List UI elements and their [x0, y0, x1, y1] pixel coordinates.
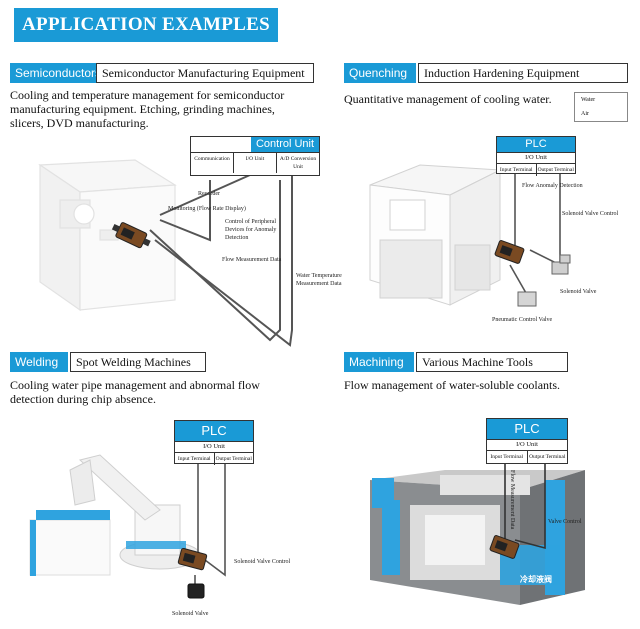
- sensor-welding: [177, 547, 208, 571]
- desc-welding: Cooling water pipe management and abnorm…: [10, 378, 260, 406]
- label-pneumatic-valve: Pneumatic Control Valve: [492, 317, 553, 323]
- machining-center-illustration: [370, 470, 585, 605]
- label-flow-measurement: Flow Measurement Data: [222, 257, 282, 263]
- plc-box-machining: PLC I/O Unit Input Terminal Output Termi…: [486, 418, 568, 464]
- cell-input-terminal-m: Input Terminal: [487, 451, 528, 463]
- label-control-peripheral: Control of Peripheral Devices for Anomal…: [225, 219, 277, 241]
- desc-machining: Flow management of water-soluble coolant…: [344, 378, 561, 392]
- label-flow-measurement-m: Flow Measurement Data: [509, 470, 515, 530]
- legend-air: Air: [581, 111, 589, 117]
- label-coolant-valve-cn: 冷却液阀: [520, 575, 552, 584]
- cell-communication: Communication: [191, 153, 234, 173]
- cell-output-terminal-w: Output Terminal: [215, 456, 252, 462]
- cell-output-terminal-m: Output Terminal: [529, 454, 566, 460]
- cell-output-terminal: Output Terminal: [537, 167, 574, 173]
- cell-input-terminal: Input Terminal: [497, 164, 537, 176]
- label-solenoid-control-w: Solenoid Valve Control: [234, 559, 291, 565]
- io-unit-quenching: I/O Unit: [497, 152, 575, 163]
- io-unit-welding: I/O Unit: [175, 441, 253, 452]
- subtitle-machining: Various Machine Tools: [416, 352, 568, 372]
- semiconductor-lines: [149, 174, 293, 347]
- semiconductor-machine-illustration: [38, 159, 177, 312]
- page-banner: APPLICATION EXAMPLES: [14, 8, 278, 42]
- sensor-machining: [489, 535, 520, 559]
- solenoid-valve-welding: [187, 583, 205, 599]
- desc-quenching: Quantitative management of cooling water…: [344, 92, 552, 106]
- plc-box-quenching: PLC I/O Unit Input Terminal Output Termi…: [496, 136, 576, 176]
- legend-quenching: Water Air: [574, 92, 628, 122]
- quenching-lines: [509, 172, 561, 301]
- plc-title-welding: PLC: [175, 421, 253, 441]
- tag-welding: Welding: [10, 352, 68, 372]
- cell-io-unit: I/O Unit: [234, 153, 277, 173]
- pneumatic-valve: [517, 291, 537, 307]
- plc-box-welding: PLC I/O Unit Input Terminal Output Termi…: [174, 420, 254, 465]
- tag-semiconductors: Semiconductors: [10, 63, 107, 83]
- label-solenoid-valve-w: Solenoid Valve: [172, 611, 209, 617]
- welding-lines: [194, 462, 226, 595]
- desc-semiconductors: Cooling and temperature management for s…: [10, 88, 285, 130]
- tag-machining: Machining: [344, 352, 414, 372]
- sensor-quenching: [494, 240, 525, 264]
- subtitle-welding: Spot Welding Machines: [70, 352, 206, 372]
- label-solenoid-valve-q: Solenoid Valve: [560, 289, 597, 295]
- label-monitoring: Monitoring (Flow Rate Display): [168, 206, 246, 212]
- plc-title-quenching: PLC: [497, 137, 575, 152]
- quenching-machine-illustration: [369, 164, 502, 306]
- solenoid-valve-quenching: [551, 254, 571, 275]
- machining-lines: [504, 455, 546, 550]
- io-unit-machining: I/O Unit: [487, 439, 567, 450]
- subtitle-quenching: Induction Hardening Equipment: [418, 63, 628, 83]
- label-valve-control-m: Valve Control: [548, 519, 582, 525]
- subtitle-semiconductors: Semiconductor Manufacturing Equipment: [96, 63, 314, 83]
- sensor-semiconductor: [111, 222, 151, 249]
- label-recorder: Recorder: [198, 191, 220, 197]
- cell-ad-conversion: A/D Conversion Unit: [279, 156, 317, 170]
- label-solenoid-control-q: Solenoid Valve Control: [562, 211, 619, 217]
- control-unit-box: Control Unit Communication I/O Unit A/D …: [190, 136, 320, 176]
- control-unit-title: Control Unit: [251, 137, 319, 152]
- tag-quenching: Quenching: [344, 63, 416, 83]
- legend-water: Water: [581, 97, 596, 103]
- label-water-temp: Water Temperature Measurement Data: [296, 273, 342, 287]
- cell-input-terminal-w: Input Terminal: [175, 453, 215, 465]
- plc-title-machining: PLC: [487, 419, 567, 439]
- label-flow-anomaly: Flow Anomaly Detection: [522, 183, 583, 189]
